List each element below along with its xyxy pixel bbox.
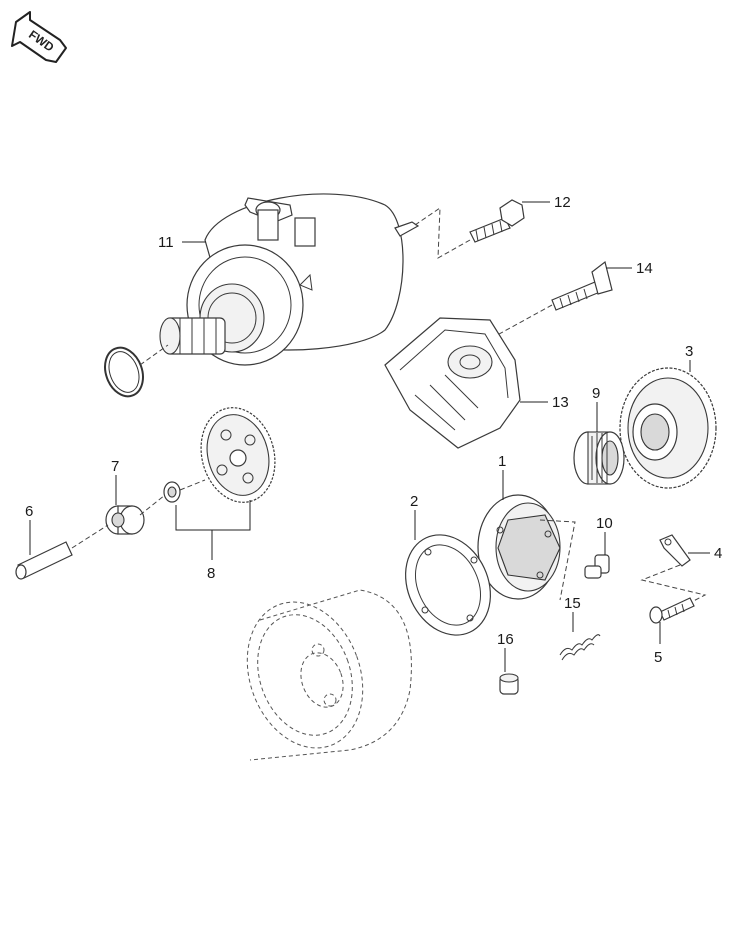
callout-8: 8 xyxy=(207,565,215,582)
starter-clutch-part-1 xyxy=(477,494,561,600)
callout-6: 6 xyxy=(25,503,33,520)
callout-14: 14 xyxy=(636,260,653,277)
callout-5: 5 xyxy=(654,649,662,666)
callout-1: 1 xyxy=(498,453,506,470)
callout-15: 15 xyxy=(564,595,581,612)
flywheel-ghost xyxy=(246,589,412,761)
callout-7: 7 xyxy=(111,458,119,475)
lever-part-4 xyxy=(659,534,691,567)
gasket-part-2 xyxy=(405,534,491,636)
bolt-part-12 xyxy=(469,199,525,243)
callout-9: 9 xyxy=(592,385,600,402)
bushing-part-7 xyxy=(105,505,145,535)
screw-part-14 xyxy=(551,260,613,311)
needle-bearing-part-9 xyxy=(573,431,625,485)
callout-3: 3 xyxy=(685,343,693,360)
shaft-part-6 xyxy=(15,541,73,580)
o-ring-part xyxy=(104,346,144,398)
callout-labels: 1 2 3 4 5 6 7 8 9 10 11 12 13 14 15 16 xyxy=(25,194,722,666)
callout-4: 4 xyxy=(714,545,722,562)
plunger-part-10 xyxy=(584,554,610,579)
callout-10: 10 xyxy=(596,515,613,532)
starter-motor-part-11 xyxy=(159,193,420,366)
screw-part-5 xyxy=(649,597,695,624)
idler-gear-part-8 xyxy=(163,407,276,503)
roller-part-16 xyxy=(499,673,519,695)
callout-2: 2 xyxy=(410,493,418,510)
large-gear-part-3 xyxy=(619,367,717,489)
spring-part-15 xyxy=(559,634,601,661)
cover-part-13 xyxy=(384,317,521,449)
fwd-arrow-icon: FWD xyxy=(11,11,67,63)
callout-16: 16 xyxy=(497,631,514,648)
callout-12: 12 xyxy=(554,194,571,211)
callout-11: 11 xyxy=(158,234,174,251)
leader-lines xyxy=(29,201,710,672)
callout-13: 13 xyxy=(552,394,569,411)
